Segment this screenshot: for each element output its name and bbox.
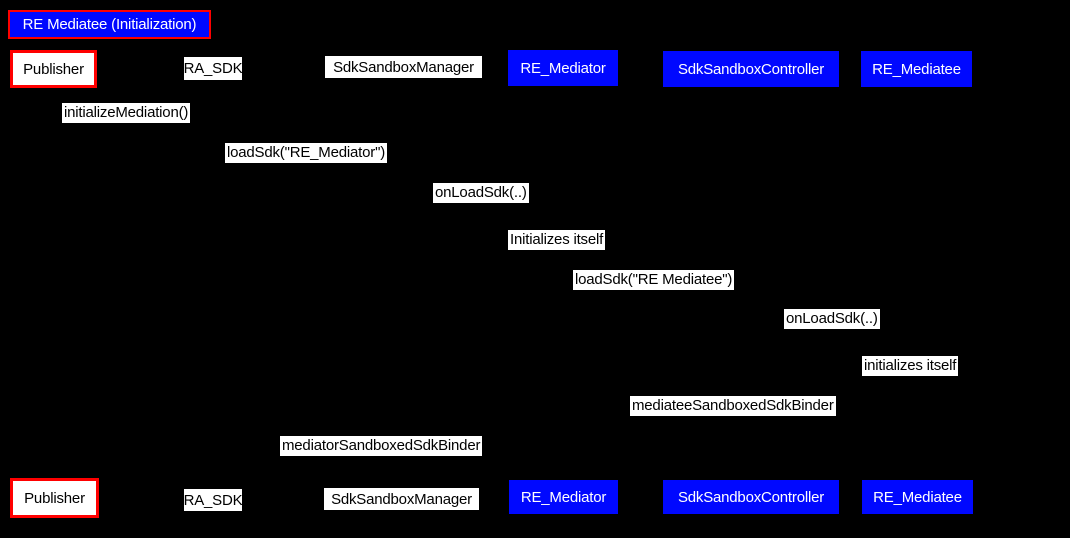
participant-bottom-sdk-sandbox-controller: SdkSandboxController <box>663 480 839 514</box>
lifeline-sdk-sandbox-controller <box>751 87 752 480</box>
message-initializes-itself-mediatee: initializes itself <box>862 356 959 376</box>
message-mediatee-sandboxed-sdk-binder: mediateeSandboxedSdkBinder <box>630 396 836 416</box>
message-initialize-mediation: initializeMediation() <box>62 103 191 123</box>
diagram-title: RE Mediatee (Initialization) <box>8 10 211 39</box>
participant-bottom-publisher: Publisher <box>10 478 99 518</box>
lifeline-sdk-sandbox-manager <box>403 78 404 488</box>
participant-bottom-sdk-sandbox-manager: SdkSandboxManager <box>324 488 479 510</box>
lifeline-publisher <box>53 88 54 478</box>
participant-top-re-mediatee: RE_Mediatee <box>861 51 972 87</box>
message-on-load-sdk-2: onLoadSdk(..) <box>784 309 880 329</box>
participant-top-ra-sdk: RA_SDK <box>184 57 243 80</box>
participant-top-sdk-sandbox-controller: SdkSandboxController <box>663 51 839 87</box>
participant-top-sdk-sandbox-manager: SdkSandboxManager <box>325 56 482 78</box>
message-load-sdk-re-mediator: loadSdk("RE_Mediator") <box>225 143 387 163</box>
participant-bottom-re-mediator: RE_Mediator <box>509 480 618 514</box>
message-on-load-sdk-1: onLoadSdk(..) <box>433 183 529 203</box>
message-load-sdk-re-mediatee: loadSdk("RE Mediatee") <box>573 270 735 290</box>
participant-bottom-ra-sdk: RA_SDK <box>184 489 243 511</box>
participant-top-publisher: Publisher <box>10 50 97 88</box>
lifeline-ra-sdk <box>213 80 214 489</box>
participant-bottom-re-mediatee: RE_Mediatee <box>862 480 973 514</box>
message-mediator-sandboxed-sdk-binder: mediatorSandboxedSdkBinder <box>280 436 483 456</box>
lifeline-re-mediator <box>563 86 564 480</box>
participant-top-re-mediator: RE_Mediator <box>508 50 618 86</box>
message-initializes-itself-mediator: Initializes itself <box>508 230 606 250</box>
lifeline-re-mediatee <box>916 87 917 480</box>
